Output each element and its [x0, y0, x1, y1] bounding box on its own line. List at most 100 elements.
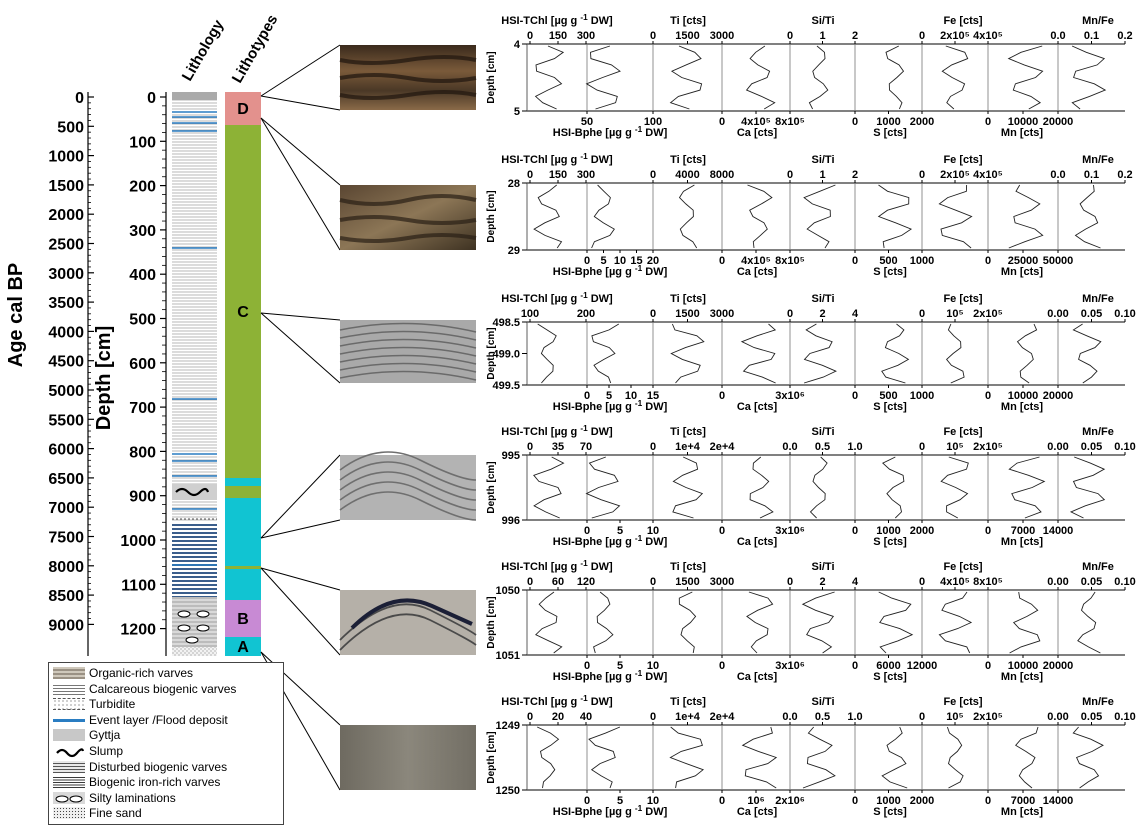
lithotypes-header: Lithotypes	[229, 12, 282, 86]
top-axis-tick-label: 0	[919, 711, 925, 723]
top-axis-label: Si/Ti	[811, 293, 834, 305]
bottom-axis-tick-label: 14000	[1043, 525, 1074, 537]
top-axis-tick-label: 0.05	[1081, 308, 1102, 320]
track-curve	[803, 323, 837, 384]
top-axis-tick-label: 0	[650, 308, 656, 320]
top-axis-tick-label: 4000	[675, 169, 699, 181]
bottom-axis-tick-label: 0	[985, 390, 991, 402]
track-curve	[1016, 323, 1038, 384]
track-curve	[938, 184, 973, 249]
bottom-axis-tick-label: 100	[644, 116, 662, 128]
bottom-axis-tick-label: 0	[584, 255, 590, 267]
top-axis-tick-label: 2x10⁵	[940, 30, 970, 42]
track-curve	[585, 45, 621, 110]
top-axis-tick-label: 4	[852, 576, 859, 588]
panel-depth-tick-label: 996	[502, 515, 520, 527]
age-tick-label: 2000	[48, 207, 84, 224]
bottom-axis-label: HSI-Bphe [µg g -1 DW]	[553, 264, 668, 278]
turbidite-swatch-icon	[53, 698, 85, 711]
legend-label: Slump	[89, 744, 124, 758]
top-axis-label: Mn/Fe	[1082, 15, 1114, 27]
panel-depth-tick-label: 995	[502, 450, 520, 462]
legend-item: Event layer /Flood deposit	[53, 713, 228, 727]
panel-depth-tick-label: 1051	[496, 650, 520, 662]
connector-lines	[260, 44, 341, 791]
top-axis-tick-label: 0	[919, 441, 925, 453]
bottom-axis-tick-label: 1000	[910, 390, 934, 402]
bottom-axis-tick-label: 20	[647, 255, 659, 267]
track-curve	[678, 184, 698, 249]
bottom-axis-tick-label: 1000	[876, 116, 900, 128]
track-curve	[672, 456, 704, 519]
top-axis-tick-label: 4x10⁵	[940, 576, 970, 588]
bottom-axis-tick-label: 50000	[1043, 255, 1074, 267]
age-tick-label: 1500	[48, 178, 84, 195]
bottom-axis-tick-label: 500	[879, 390, 897, 402]
panel-depth-label: Depth [cm]	[486, 461, 497, 513]
iron-swatch-icon	[53, 776, 85, 789]
sand-swatch-icon	[53, 807, 85, 820]
track-curve	[809, 456, 828, 519]
track-curve	[747, 184, 773, 249]
top-axis-tick-label: 0	[527, 169, 533, 181]
lithotype-column: D C B A	[225, 92, 261, 656]
slump-swatch-icon	[53, 745, 85, 758]
bottom-axis-tick-label: 0	[584, 795, 590, 807]
bottom-axis-tick-label: 5	[606, 390, 612, 402]
bottom-axis-tick-label: 8x10⁵	[775, 116, 805, 128]
age-tick-label: 9000	[48, 617, 84, 634]
track-curve	[591, 323, 620, 384]
track-curve	[535, 591, 563, 654]
core-images	[339, 45, 477, 790]
bottom-axis-tick-label: 2000	[910, 795, 934, 807]
top-axis-label: Mn/Fe	[1082, 426, 1114, 438]
legend-label: Disturbed biogenic varves	[89, 759, 228, 774]
top-axis-label: HSI-TChl [µg g -1 DW]	[501, 694, 613, 708]
age-tick-label: 0	[75, 90, 84, 107]
top-axis-tick-label: 2	[852, 30, 858, 42]
bottom-axis-tick-label: 20000	[1043, 660, 1074, 672]
depth-tick-label: 600	[129, 356, 156, 373]
top-axis-tick-label: 300	[577, 30, 595, 42]
top-axis-tick-label: 0	[650, 576, 656, 588]
top-axis-tick-label: 4x10⁵	[973, 169, 1003, 181]
top-axis-tick-label: 0	[787, 576, 793, 588]
track-curve	[746, 591, 774, 654]
bottom-axis-tick-label: 15	[630, 255, 642, 267]
legend-item: Biogenic iron-rich varves	[53, 775, 220, 789]
top-axis-tick-label: 4	[852, 308, 859, 320]
top-axis-tick-label: 0	[919, 576, 925, 588]
bottom-axis-tick-label: 3x10⁶	[775, 390, 805, 402]
depth-tick-label: 900	[129, 489, 156, 506]
bottom-axis-tick-label: 0	[852, 390, 858, 402]
bottom-axis-label: HSI-Bphe [µg g -1 DW]	[553, 804, 668, 818]
age-tick-label: 6000	[48, 442, 84, 459]
top-axis-tick-label: 0	[919, 169, 925, 181]
age-tick-label: 2500	[48, 237, 84, 254]
track-curve	[745, 45, 776, 110]
bottom-axis-label: S [cts]	[873, 536, 907, 548]
track-curve	[1077, 591, 1101, 654]
bottom-axis-tick-label: 500	[879, 255, 897, 267]
bottom-axis-label: HSI-Bphe [µg g -1 DW]	[553, 399, 668, 413]
top-axis-label: Ti [cts]	[670, 696, 706, 708]
top-axis-tick-label: 100	[521, 308, 539, 320]
legend-item: Slump	[53, 744, 123, 758]
track-curve	[881, 726, 908, 789]
top-axis-tick-label: 0.05	[1081, 576, 1102, 588]
age-tick-label: 8000	[48, 559, 84, 576]
top-axis-label: Ti [cts]	[670, 15, 706, 27]
bottom-axis-label: S [cts]	[873, 401, 907, 413]
track-curve	[938, 591, 973, 654]
top-axis-tick-label: 40	[580, 711, 592, 723]
top-axis-tick-label: 0.1	[1084, 169, 1099, 181]
top-axis-tick-label: 300	[577, 169, 595, 181]
bottom-axis-label: S [cts]	[873, 266, 907, 278]
track-curve	[749, 456, 774, 519]
age-ticks: 0500100015002000250030003500400045005000…	[48, 90, 94, 634]
top-axis-tick-label: 0.00	[1047, 308, 1068, 320]
bottom-axis-tick-label: 10	[647, 795, 659, 807]
bottom-axis-tick-label: 10000	[1008, 660, 1039, 672]
